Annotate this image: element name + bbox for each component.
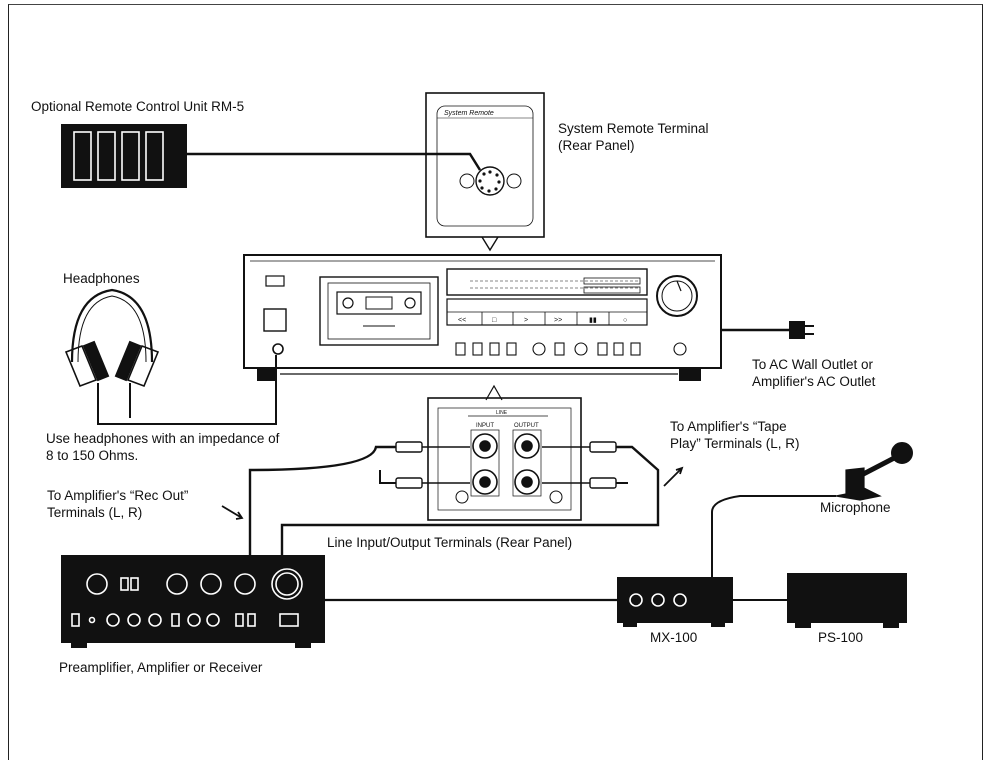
svg-text:>: >	[524, 317, 528, 324]
power-supply-label: PS-100	[818, 630, 864, 645]
amplifier-label: Preamplifier, Amplifier or Receiver	[59, 660, 263, 675]
tape-play-label: To Amplifier's “Tape Play” Terminals (L,…	[670, 419, 800, 451]
line-io-label: Line Input/Output Terminals (Rear Panel)	[327, 535, 573, 550]
panel-output-label: OUTPUT	[514, 423, 539, 429]
page-frame	[8, 4, 983, 760]
microphone-label: Microphone	[820, 500, 891, 515]
mixer-label: MX-100	[650, 630, 698, 645]
line-io-panel	[427, 397, 582, 521]
svg-text:▮▮: ▮▮	[589, 317, 597, 324]
headphones-label: Headphones	[63, 271, 140, 286]
mixer-mx100	[617, 577, 733, 627]
svg-text:<<: <<	[458, 317, 466, 324]
microphone-icon	[835, 442, 913, 501]
panel-line-label: LINE	[496, 410, 508, 416]
ac-plug-icon	[789, 321, 814, 339]
rec-out-label: To Amplifier's “Rec Out” Terminals (L, R…	[47, 488, 189, 520]
headphones-icon	[64, 288, 160, 388]
headphone-cable	[97, 355, 277, 425]
impedance-note: Use headphones with an impedance of 8 to…	[46, 431, 280, 463]
panel-input-label: INPUT	[476, 423, 494, 429]
svg-text:○: ○	[623, 317, 627, 324]
ac-outlet-label: To AC Wall Outlet or Amplifier's AC Outl…	[752, 357, 876, 389]
rca-plugs-input	[395, 441, 470, 489]
amplifier	[61, 555, 325, 648]
remote-control-unit	[61, 124, 187, 188]
power-supply-ps100	[787, 573, 907, 628]
remote-unit-label: Optional Remote Control Unit RM-5	[31, 99, 245, 114]
remote-cable	[186, 152, 482, 171]
remote-terminal-label: System Remote Terminal (Rear Panel)	[558, 121, 709, 153]
system-remote-terminal	[425, 92, 545, 252]
cassette-deck	[243, 254, 722, 381]
remote-plate-text: System Remote	[444, 110, 494, 117]
tape-play-cable	[280, 445, 660, 560]
svg-text:>>: >>	[554, 317, 562, 324]
svg-text:□: □	[492, 317, 497, 324]
deck-transport-labels: << □ > >> ▮▮ ○	[458, 317, 627, 324]
microphone-cable	[711, 495, 836, 578]
rca-plugs-output	[542, 441, 617, 489]
rec-out-cable	[248, 445, 396, 560]
